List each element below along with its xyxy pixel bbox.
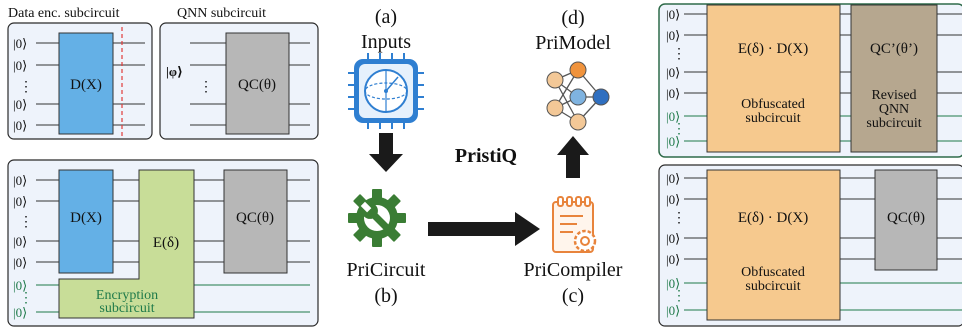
- dots-label: ⋮: [19, 80, 33, 95]
- right-arrow-icon: [428, 212, 540, 246]
- qc-label: QC(θ): [236, 210, 274, 226]
- obfuscated-label-line2: subcircuit: [745, 279, 800, 294]
- down-arrow-icon: [369, 133, 403, 172]
- step-d-label: (d): [561, 7, 584, 29]
- step-c-label: (c): [562, 285, 584, 307]
- ket-phi-label: |φ⟩: [166, 64, 183, 79]
- obfuscated-label-line1: Obfuscated: [741, 97, 805, 112]
- step-b-label: (b): [374, 285, 397, 307]
- quantum-chip-icon: [348, 53, 424, 129]
- obfuscated-gate: [706, 169, 841, 321]
- step-a-label: (a): [375, 6, 397, 28]
- ket0-label: |0⟩: [666, 171, 680, 186]
- pricircuit-label: PriCircuit: [347, 259, 426, 281]
- inputs-label: Inputs: [361, 31, 411, 53]
- e-delta-dx-label: E(δ) · D(X): [738, 41, 808, 57]
- dx-label: D(X): [70, 210, 102, 226]
- neural-network-icon: [546, 61, 610, 131]
- dx-gate: [58, 32, 114, 135]
- ket0-label: |0⟩: [13, 234, 27, 249]
- obfuscated-gate: [706, 4, 841, 153]
- qc-label: QC(θ): [887, 210, 925, 226]
- ket0-label: |0⟩: [666, 7, 680, 22]
- ket0-label: |0⟩: [13, 36, 27, 51]
- encryption-label-line2: subcircuit: [99, 301, 154, 316]
- ket0-label: |0⟩: [666, 252, 680, 267]
- revised-label-line2: QNN: [879, 102, 909, 117]
- dx-gate: [58, 169, 114, 274]
- gear-wrench-icon: [348, 189, 406, 247]
- ket0-label: |0⟩: [13, 255, 27, 270]
- revised-qnn-gate: [850, 4, 938, 153]
- up-arrow-icon: [557, 136, 589, 178]
- encryption-label-line1: Encryption: [96, 288, 158, 303]
- ket0-label: |0⟩: [13, 97, 27, 112]
- ket0-label: |0⟩: [666, 192, 680, 207]
- qnn-title: QNN subcircuit: [177, 6, 266, 21]
- e-delta-dx-label: E(δ) · D(X): [738, 210, 808, 226]
- dots-green-label: ⋮: [672, 289, 686, 304]
- dots-label: ⋮: [672, 47, 686, 62]
- dx-label: D(X): [70, 77, 102, 93]
- ket0-label: |0⟩: [13, 173, 27, 188]
- dots-label: ⋮: [199, 80, 213, 95]
- qc-label: QC(θ): [238, 77, 276, 93]
- revised-label-line1: Revised: [871, 88, 916, 103]
- obfuscated-label-line2: subcircuit: [745, 111, 800, 126]
- revised-label-line3: subcircuit: [866, 116, 921, 131]
- ket0-label: |0⟩: [666, 65, 680, 80]
- ket0-label: |0⟩: [13, 118, 27, 133]
- data-enc-title: Data enc. subcircuit: [8, 6, 120, 21]
- dots-green-label: ⋮: [672, 122, 686, 137]
- qc-gate: [225, 32, 290, 135]
- dots-label: ⋮: [672, 211, 686, 226]
- clipboard-gear-icon: [552, 196, 597, 253]
- ket0-green-label: |0⟩: [13, 305, 27, 320]
- qc-gate: [223, 169, 288, 274]
- qc-prime-label: QC’(θ’): [870, 41, 918, 57]
- qc-gate: [874, 169, 938, 271]
- ket0-label: |0⟩: [666, 28, 680, 43]
- ket0-label: |0⟩: [13, 58, 27, 73]
- ket0-label: |0⟩: [666, 86, 680, 101]
- ket0-green-label: |0⟩: [13, 278, 27, 293]
- pristiq-title: PristiQ: [455, 145, 517, 167]
- ket0-green-label: |0⟩: [666, 109, 680, 124]
- pricompiler-label: PriCompiler: [524, 259, 623, 281]
- dots-green-label: ⋮: [19, 291, 33, 306]
- dots-label: ⋮: [19, 215, 33, 230]
- e-delta-label: E(δ): [153, 235, 179, 251]
- ket0-green-label: |0⟩: [666, 303, 680, 318]
- encryption-gate: [58, 169, 195, 319]
- ket0-label: |0⟩: [666, 231, 680, 246]
- ket0-green-label: |0⟩: [666, 276, 680, 291]
- primodel-label: PriModel: [535, 32, 611, 54]
- obfuscated-label-line1: Obfuscated: [741, 265, 805, 280]
- ket0-green-label: |0⟩: [666, 134, 680, 149]
- ket0-label: |0⟩: [13, 194, 27, 209]
